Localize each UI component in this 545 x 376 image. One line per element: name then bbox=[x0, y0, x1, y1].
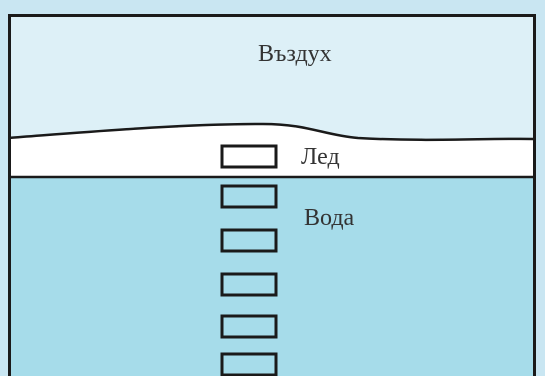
block-1 bbox=[220, 144, 278, 169]
ice-surface-line bbox=[8, 122, 536, 142]
water-label: Вода bbox=[304, 205, 355, 231]
block-6 bbox=[220, 352, 278, 376]
block-4 bbox=[220, 272, 278, 297]
air-label: Въздух bbox=[258, 41, 332, 67]
block-2 bbox=[220, 184, 278, 209]
ice-label: Лед bbox=[301, 144, 340, 170]
air-region bbox=[8, 14, 536, 144]
layer-diagram bbox=[8, 14, 536, 376]
block-3 bbox=[220, 228, 278, 253]
block-5 bbox=[220, 314, 278, 339]
diagram-frame: Въздух Лед Вода bbox=[8, 14, 536, 376]
